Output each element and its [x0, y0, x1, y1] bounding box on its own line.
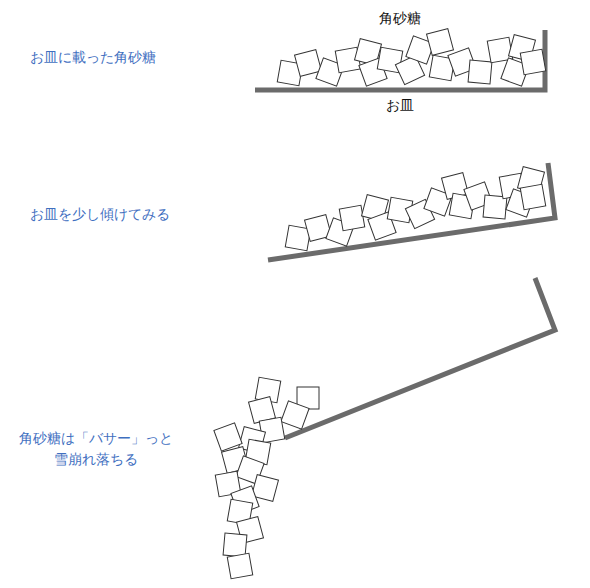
plate-flat	[255, 30, 545, 90]
sugar-cube	[468, 60, 492, 84]
sugar-cube	[520, 184, 545, 209]
part-label: 角砂糖	[379, 8, 421, 29]
sugar-cube	[281, 401, 309, 429]
sugar-cube	[227, 553, 252, 578]
step-caption: お皿に載った角砂糖	[30, 47, 156, 68]
sugar-cube	[520, 49, 545, 74]
step-caption: お皿を少し傾けてみる	[30, 204, 170, 225]
sugar-cube	[214, 423, 242, 451]
sugar-cube	[427, 29, 454, 56]
plate-tilted	[268, 163, 555, 260]
step-caption: 角砂糖は「バサー」っと 雪崩れ落ちる	[8, 428, 183, 470]
part-label: お皿	[386, 95, 414, 116]
plate-steep	[285, 278, 555, 438]
sugar-cube	[295, 50, 322, 77]
sugar-cube	[223, 533, 247, 557]
sugar-cube	[339, 205, 364, 230]
